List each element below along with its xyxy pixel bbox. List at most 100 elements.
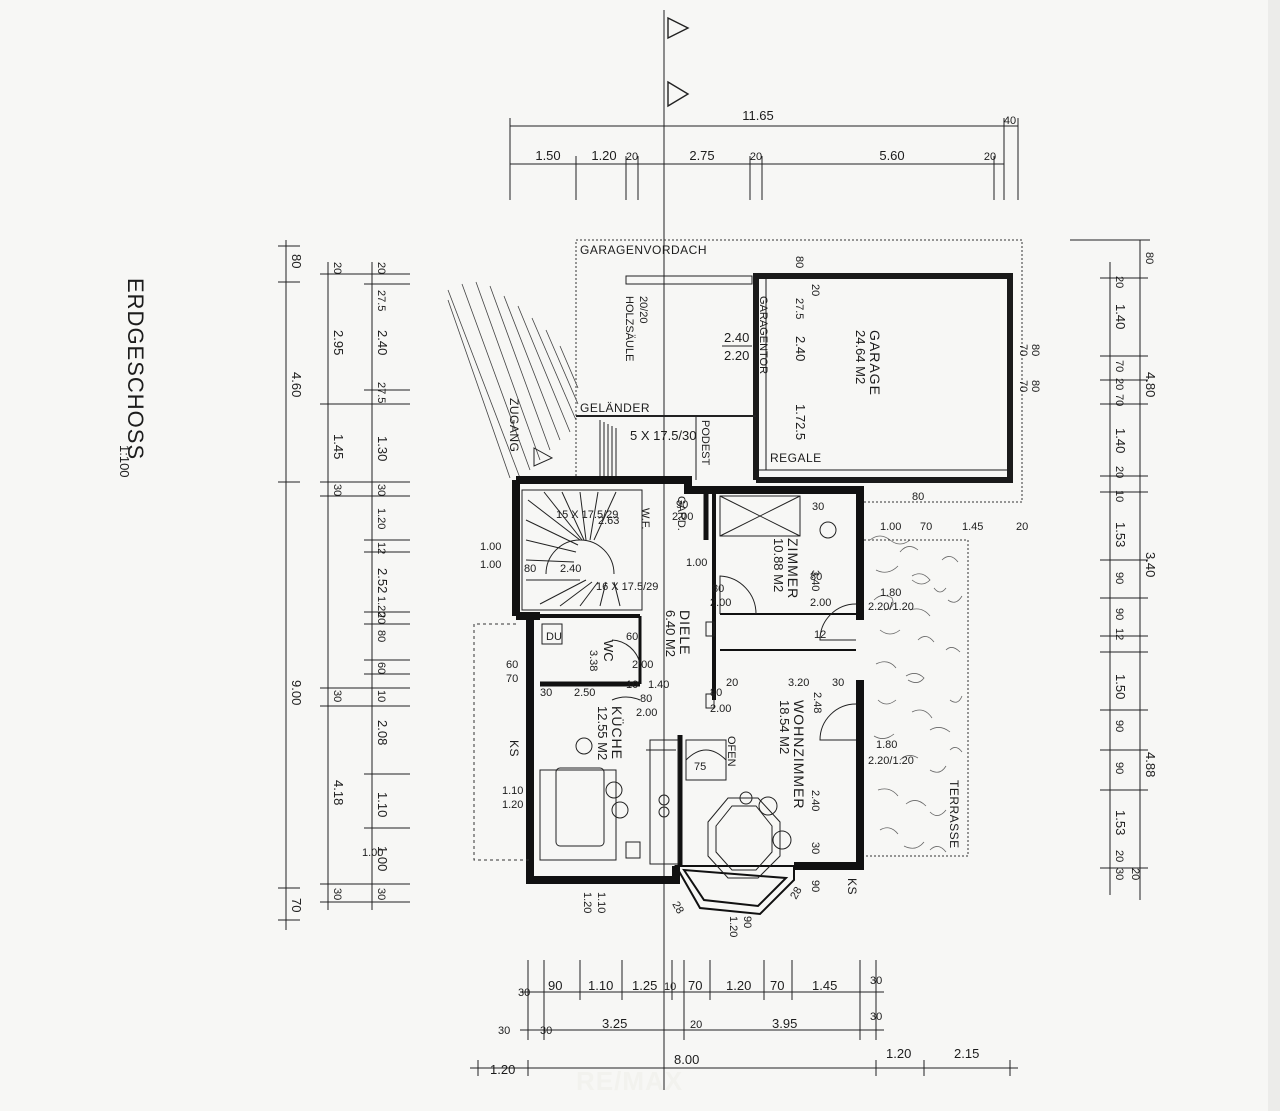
dim-bottom-total: 8.00 (674, 1052, 699, 1067)
dim-garage: 80 (1029, 344, 1041, 356)
dim-interior: 70 (506, 673, 518, 685)
dim-left: 1.45 (331, 434, 346, 459)
dim-left-total: 9.00 (289, 680, 304, 705)
dim-interior: 1.10 (595, 892, 607, 913)
dim-left: 30 (375, 888, 387, 900)
dim-interior: 90 (676, 499, 688, 511)
kitchen-furniture (539, 737, 679, 865)
wardrobe-cross (719, 495, 801, 537)
carport-outline (575, 239, 1023, 503)
garderobe-label: GARD. (675, 496, 687, 531)
dim-bottom: 70 (770, 978, 784, 993)
dim-bottom: 70 (688, 978, 702, 993)
dim-interior: 1.40 (648, 679, 669, 691)
zimmer-name: ZIMMER (785, 538, 801, 599)
dim-interior: 1.20 (502, 799, 523, 811)
dim-interior: 70 (920, 521, 932, 533)
dim-interior: 1.00 (480, 559, 501, 571)
dim-bottom: 3.95 (772, 1016, 797, 1031)
dim-left: 70 (289, 898, 304, 912)
dim-garage: 70 (1017, 380, 1029, 392)
dim-interior: 80 (810, 571, 822, 583)
column (705, 621, 715, 637)
dim-right: 1.53 (1113, 522, 1128, 547)
dim-interior: 1.00 (686, 557, 707, 569)
wardrobe (719, 495, 801, 537)
garage-walls (753, 273, 1013, 483)
garage-area: 24.64 M2 (853, 330, 868, 384)
dim-bottom: 20 (690, 1019, 702, 1031)
dim-left: 27.5 (375, 290, 387, 311)
dim-garage: 80 (912, 491, 924, 503)
wohnzimmer-name: WOHNZIMMER (791, 700, 807, 810)
dim-left: 10 (375, 690, 387, 702)
dim-right: 70 (1113, 394, 1125, 406)
house-walls (512, 476, 864, 884)
dim-interior: 80 (712, 583, 724, 595)
dim-left: 4.60 (289, 372, 304, 397)
dim-top-seg: 20 (984, 151, 996, 163)
dim-bottom: 1.20 (490, 1062, 515, 1077)
dim-left: 2.95 (331, 330, 346, 355)
dim-left: 30 (375, 484, 387, 496)
dim-top-seg: 1.50 (535, 148, 560, 163)
ofen-label: OFEN (725, 736, 737, 767)
top-dimensions (509, 118, 1019, 200)
centre-axis (663, 10, 690, 1090)
dim-right: 90 (1113, 762, 1125, 774)
bottom-dim-labels: 30 90 1.10 1.25 10 70 1.20 70 1.45 30 30… (490, 975, 979, 1077)
inner-stair (521, 489, 643, 611)
kueche-dashed (473, 623, 530, 861)
dim-interior: 1.10 (502, 785, 523, 797)
dim-right: 1.53 (1113, 810, 1128, 835)
podest-stairs (576, 415, 756, 480)
dim-interior: 2.40 (724, 330, 749, 345)
door-swing-icon (819, 603, 857, 641)
dim-bottom: 1.25 (632, 978, 657, 993)
du-label: DU (546, 631, 562, 643)
plan-title: ERDGESCHOSS 1:100 (117, 278, 148, 478)
dim-left: 12 (375, 542, 387, 554)
dim-right: 20 (1113, 378, 1125, 390)
dim-top-seg: 2.75 (689, 148, 714, 163)
dim-left: 1.20 (375, 596, 387, 617)
dim-garage: 70 (1017, 344, 1029, 356)
dim-interior: 75 (694, 761, 706, 773)
dim-interior: 3.20 (788, 677, 809, 689)
terrasse-label: TERRASSE (947, 780, 961, 849)
interior-dims: 90 2.00 2.63 1.00 1.00 80 2.40 1.00 80 2… (362, 499, 1028, 937)
dim-interior: 2.40 (560, 563, 581, 575)
dim-left: 2.40 (375, 330, 390, 355)
dim-interior: 1.00 (480, 541, 501, 553)
dim-interior: 2.20 (724, 348, 749, 363)
dim-left: 30 (331, 888, 343, 900)
dim-bottom: 10 (664, 981, 676, 993)
dim-bottom: 1.20 (886, 1046, 911, 1061)
wc-area: 3.38 (587, 650, 599, 671)
dim-right: 70 (1113, 360, 1125, 372)
terrasse-paving (869, 535, 963, 853)
dim-bottom: 2.15 (954, 1046, 979, 1061)
dim-interior: 2.00 (810, 597, 831, 609)
dim-bottom: 30 (870, 1011, 882, 1023)
dim-left: 20 (331, 262, 343, 274)
wc-name: WC (601, 640, 616, 662)
right-dim-labels: 80 4.80 3.40 4.88 20 1.40 70 20 70 1.40 … (1113, 252, 1158, 880)
dim-left: 1.10 (375, 792, 390, 817)
entry-arrow-icon (533, 447, 554, 467)
dim-interior: 1.20 (581, 892, 593, 913)
bottom-dimensions (470, 960, 1018, 1076)
zimmer-area: 10.88 M2 (771, 538, 786, 592)
plant-icon (819, 521, 837, 539)
dim-right: 20 (1129, 868, 1141, 880)
dim-interior: 30 (540, 687, 552, 699)
kueche-area: 12.55 M2 (595, 706, 610, 760)
dim-interior: 28 (669, 900, 686, 917)
dim-left: 30 (331, 484, 343, 496)
dim-interior: 28 (788, 885, 805, 902)
dim-left: 2.08 (375, 720, 390, 745)
dim-interior: 1.00 (880, 521, 901, 533)
vordach-beam (625, 275, 753, 285)
